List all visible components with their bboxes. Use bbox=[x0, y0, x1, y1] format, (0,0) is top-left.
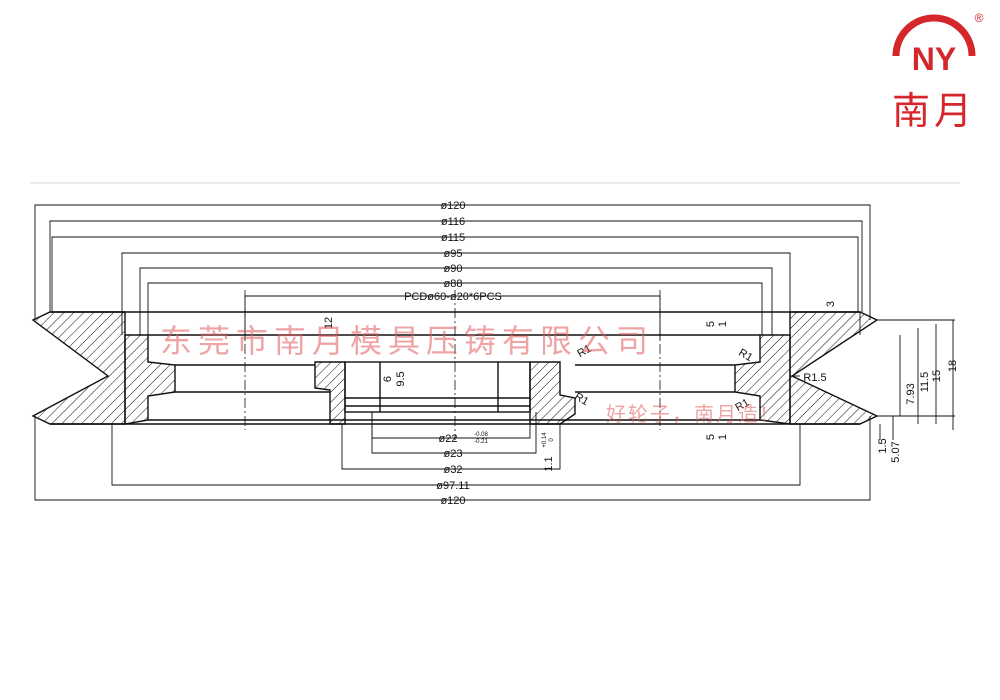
dim-120-top: ø120 bbox=[440, 200, 465, 212]
dim-pcd: PCDø60-ø20*6PCS bbox=[404, 291, 502, 303]
dim-1-bottom: 1 bbox=[717, 434, 729, 440]
dim-15: 15 bbox=[931, 370, 943, 382]
web-right bbox=[734, 334, 791, 425]
dimension-lines-bottom bbox=[34, 412, 871, 501]
dim-95: ø95 bbox=[444, 248, 463, 260]
rim-right bbox=[789, 311, 879, 425]
rim-left bbox=[31, 311, 126, 425]
cross-section bbox=[31, 311, 879, 425]
dim-11-5: 11.5 bbox=[919, 372, 931, 393]
ring-right bbox=[529, 361, 576, 425]
dim-7-93: 7.93 bbox=[905, 383, 917, 404]
dim-88: ø88 bbox=[444, 278, 463, 290]
dim-3: 3 bbox=[825, 301, 837, 307]
watermark-slogan: 好轮子，南月造! bbox=[606, 402, 771, 426]
dim-1-top: 1 bbox=[717, 321, 729, 327]
dim-12: 12 bbox=[323, 317, 335, 329]
dim-97-11: ø97.11 bbox=[436, 480, 469, 492]
dim-5-07: 5.07 bbox=[890, 441, 902, 462]
dim-1-5: 1.5 bbox=[877, 438, 889, 453]
brand-logo: NY ® 南月 bbox=[884, 8, 984, 133]
dim-5-bottom: 5 bbox=[705, 434, 717, 440]
svg-text:NY: NY bbox=[912, 41, 956, 77]
dim-r1-5: R1.5 bbox=[803, 372, 826, 384]
dim-32: ø32 bbox=[444, 464, 463, 476]
ring-left bbox=[314, 361, 346, 425]
brand-name: 南月 bbox=[891, 89, 976, 133]
dimension-lines-right bbox=[790, 312, 955, 440]
tolerance-upper: -0.08 bbox=[474, 432, 488, 438]
registered-mark: ® bbox=[975, 11, 984, 25]
logo-mark-icon: NY ® bbox=[892, 11, 984, 77]
dim-22: ø22 bbox=[439, 433, 458, 445]
dim-1-1: 1.1 bbox=[543, 456, 555, 471]
dim-115: ø115 bbox=[441, 232, 465, 244]
dim-9-5: 9.5 bbox=[395, 371, 407, 386]
dim-18: 18 bbox=[947, 360, 959, 372]
radius-label-2: R1 bbox=[736, 347, 754, 364]
dim-1-1-tol-upper: +0.14 bbox=[542, 432, 548, 448]
dimension-lines-top bbox=[34, 204, 871, 340]
dim-116: ø116 bbox=[441, 216, 465, 228]
tolerance-lower: -0.21 bbox=[474, 439, 488, 445]
watermark-company: 东莞市南月模具压铸有限公司 bbox=[160, 322, 655, 360]
dim-1-1-tol-lower: 0 bbox=[549, 438, 555, 442]
dim-120-bottom: ø120 bbox=[440, 495, 465, 507]
dim-6: 6 bbox=[382, 376, 394, 382]
dim-23: ø23 bbox=[444, 448, 463, 460]
dim-90: ø90 bbox=[444, 263, 463, 275]
dim-5-top: 5 bbox=[705, 321, 717, 327]
